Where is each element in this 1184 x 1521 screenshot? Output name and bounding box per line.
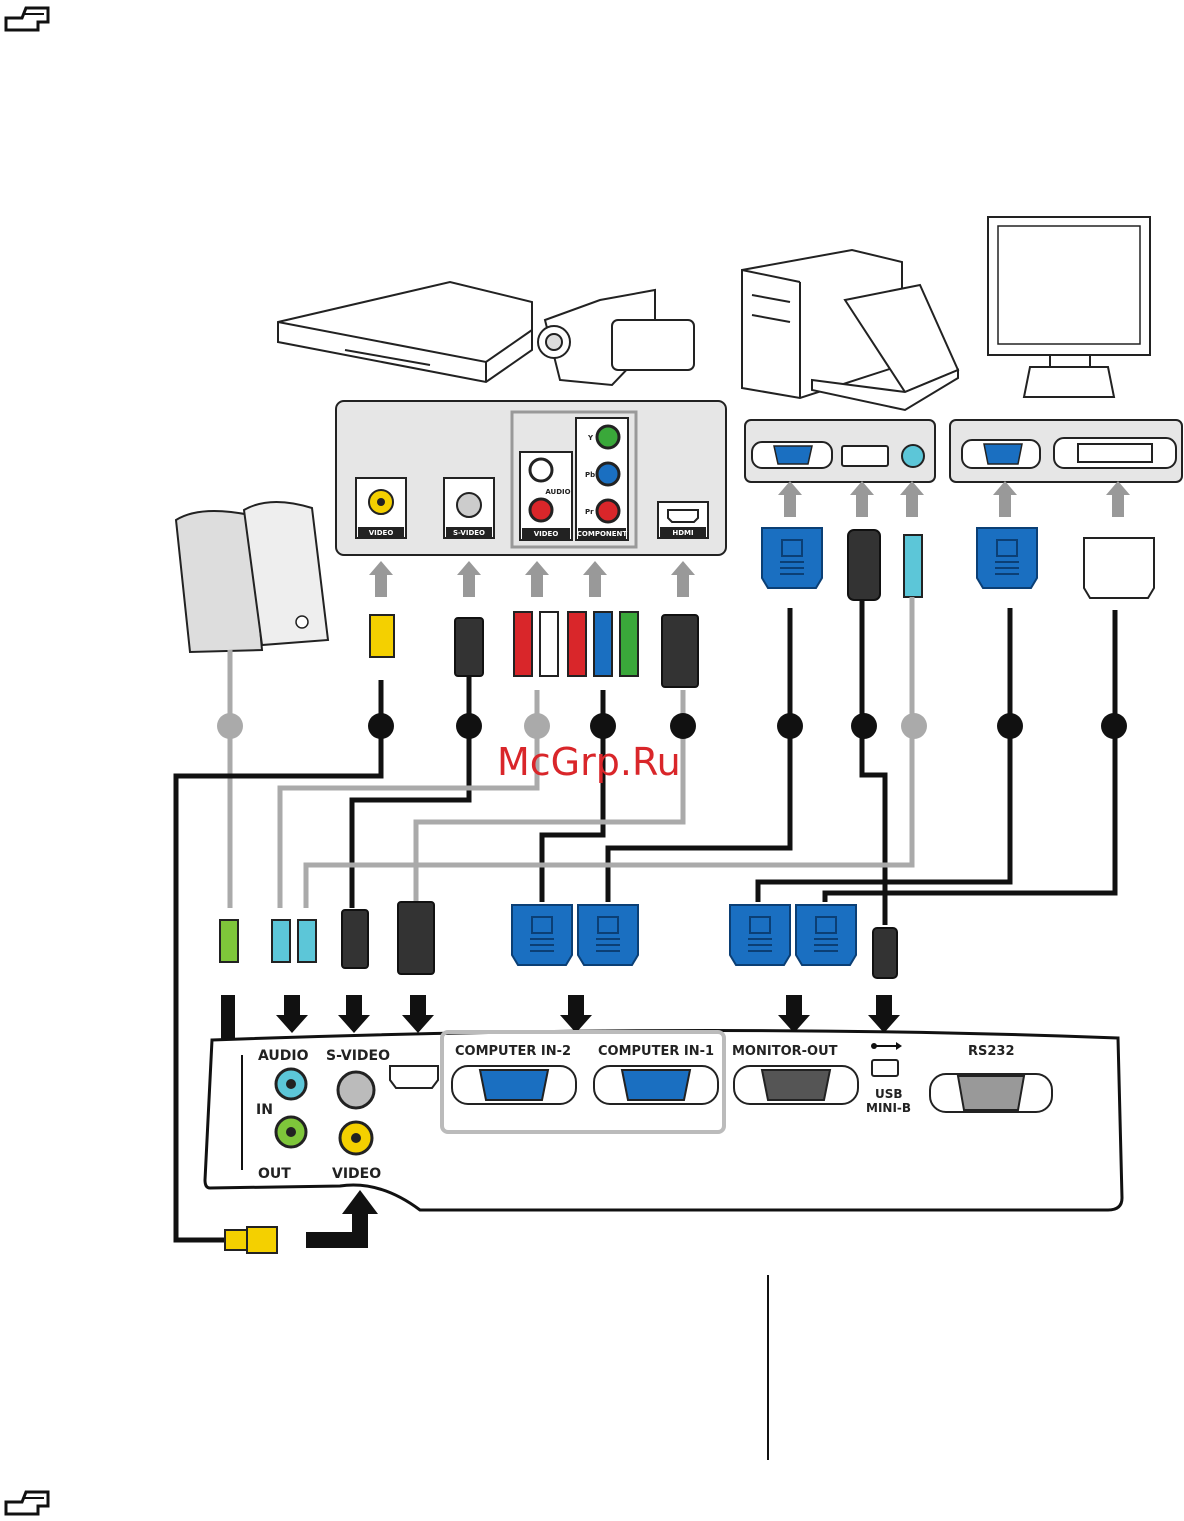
source-component-label: COMPONENT	[577, 530, 628, 538]
cable-dots	[217, 713, 1127, 739]
audio-in-label: IN	[256, 1102, 273, 1118]
note-hand-icon	[6, 1492, 48, 1514]
source-video-label: VIDEO	[369, 529, 394, 537]
audio-out-label: OUT	[258, 1166, 291, 1182]
component-pb-label: Pb	[585, 471, 595, 479]
rs232-label: RS232	[968, 1044, 1015, 1059]
audio-label: AUDIO	[258, 1048, 309, 1064]
monitor-port-panel	[950, 420, 1182, 482]
source-hdmi-label: HDMI	[672, 529, 693, 537]
dvd-player-illustration	[278, 282, 532, 382]
component-y-label: Y	[587, 434, 594, 442]
computer-in-1-label: COMPUTER IN-1	[598, 1044, 714, 1059]
camcorder-illustration	[538, 290, 694, 385]
monitor-illustration	[988, 217, 1150, 397]
usb-label: USB	[875, 1087, 903, 1101]
monitor-out-label: MONITOR-OUT	[732, 1044, 838, 1059]
component-pr-label: Pr	[585, 508, 594, 516]
computer-port-panel	[745, 420, 935, 482]
watermark: McGrp.Ru	[497, 740, 681, 784]
source-rca-video-label: VIDEO	[534, 530, 559, 538]
mini-b-label: MINI-B	[866, 1101, 911, 1115]
computer-in-2-label: COMPUTER IN-2	[455, 1044, 571, 1059]
source-svideo-label: S-VIDEO	[453, 529, 485, 537]
speakers-illustration	[176, 502, 328, 652]
svideo-label: S-VIDEO	[326, 1048, 390, 1064]
video-label: VIDEO	[332, 1166, 381, 1182]
projector-panel: AUDIO IN OUT S-VIDEO VIDEO COMPUTER IN-2…	[205, 1030, 1122, 1210]
source-device-panel: VIDEO S-VIDEO AUDIO VIDEO Y Pb Pr COMPON…	[336, 401, 726, 555]
note-hand-icon	[6, 8, 48, 30]
source-audio-label: AUDIO	[545, 488, 570, 496]
